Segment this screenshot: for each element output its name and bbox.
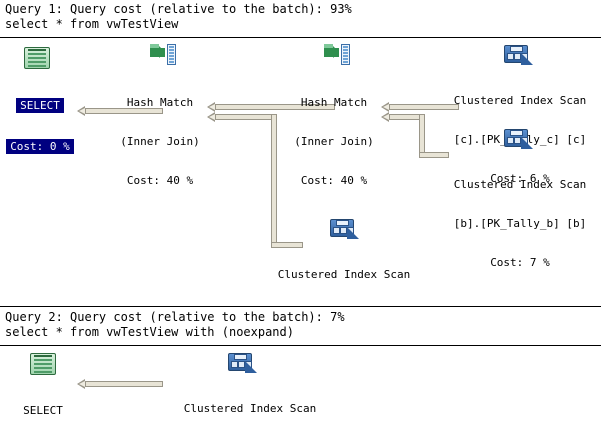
query-1-sql-text: select * from vwTestView: [5, 17, 179, 31]
scan-view-label: Clustered Index Scan: [183, 402, 317, 415]
hash-match-icon: [324, 44, 350, 66]
select-2-label: SELECT: [23, 404, 63, 417]
query-2-header: Query 2: Query cost (relative to the bat…: [0, 308, 601, 344]
connector-hash1-scana-top: [215, 114, 277, 120]
select-1-label: SELECT: [16, 98, 64, 113]
hash-match-icon: [150, 44, 176, 66]
arrowhead-select2: [77, 379, 85, 389]
query-1-header: Query 1: Query cost (relative to the bat…: [0, 0, 601, 36]
query-1-plan-canvas[interactable]: SELECT Cost: 0 % Hash Match (Inner Join)…: [0, 38, 601, 306]
scan-c-label: Clustered Index Scan: [453, 94, 587, 107]
hash-match-1-node[interactable]: Hash Match (Inner Join) Cost: 40 %: [100, 70, 220, 213]
select-1-node[interactable]: SELECT Cost: 0 %: [0, 72, 80, 180]
select-1-cost: Cost: 0 %: [6, 139, 74, 154]
query-1-cost-line: Query 1: Query cost (relative to the bat…: [5, 2, 352, 16]
hash-match-1-join-type: (Inner Join): [120, 135, 200, 148]
query-2-cost-line: Query 2: Query cost (relative to the bat…: [5, 310, 345, 324]
hash-match-2-cost: Cost: 40 %: [300, 174, 368, 187]
connector-select2-scanview: [85, 381, 163, 387]
arrowhead-hash1-top: [207, 102, 215, 112]
connector-hash1-scana-bottom: [271, 242, 303, 248]
hash-match-1-label: Hash Match: [126, 96, 194, 109]
connector-hash1-hash2: [215, 104, 335, 110]
arrowhead-hash2-top: [381, 102, 389, 112]
connector-select1-hash1: [85, 108, 163, 114]
clustered-index-scan-a-node[interactable]: Clustered Index Scan [a].[PK_Tally_a] [a…: [272, 242, 416, 306]
select-2-node[interactable]: SELECT Cost: 0 %: [0, 378, 86, 424]
divider-3: [0, 345, 601, 346]
scan-a-label: Clustered Index Scan: [277, 268, 411, 281]
hash-match-2-node[interactable]: Hash Match (Inner Join) Cost: 40 %: [274, 70, 394, 213]
divider-1: [0, 37, 601, 38]
query-2-sql-text: select * from vwTestView with (noexpand): [5, 325, 294, 339]
clustered-index-scan-icon: [504, 126, 533, 150]
arrowhead-select1: [77, 106, 85, 116]
scan-b-cost: Cost: 7 %: [490, 256, 550, 269]
clustered-index-scan-icon: [330, 216, 359, 240]
query-2-plan-canvas[interactable]: SELECT Cost: 0 % Clustered Index Scan [v…: [0, 346, 601, 424]
arrowhead-hash2-bottom: [381, 112, 389, 122]
arrowhead-hash1-bottom: [207, 112, 215, 122]
connector-hash2-scanc: [389, 104, 459, 110]
select-icon: [24, 47, 50, 69]
clustered-index-scan-b-node[interactable]: Clustered Index Scan [b].[PK_Tally_b] [b…: [448, 152, 592, 295]
connector-hash2-scanb-bottom: [419, 152, 449, 158]
hash-match-1-cost: Cost: 40 %: [126, 174, 194, 187]
hash-match-2-join-type: (Inner Join): [294, 135, 374, 148]
scan-b-object: [b].[PK_Tally_b] [b]: [453, 217, 587, 230]
scan-b-label: Clustered Index Scan: [453, 178, 587, 191]
divider-2: [0, 306, 601, 307]
clustered-index-scan-view-node[interactable]: Clustered Index Scan [vwTestView].[vwTes…: [120, 376, 380, 424]
select-icon: [30, 353, 56, 375]
clustered-index-scan-icon: [504, 42, 533, 66]
scan-c-cost: Cost: 6 %: [490, 172, 550, 185]
clustered-index-scan-icon: [228, 350, 257, 374]
hash-match-2-label: Hash Match: [300, 96, 368, 109]
